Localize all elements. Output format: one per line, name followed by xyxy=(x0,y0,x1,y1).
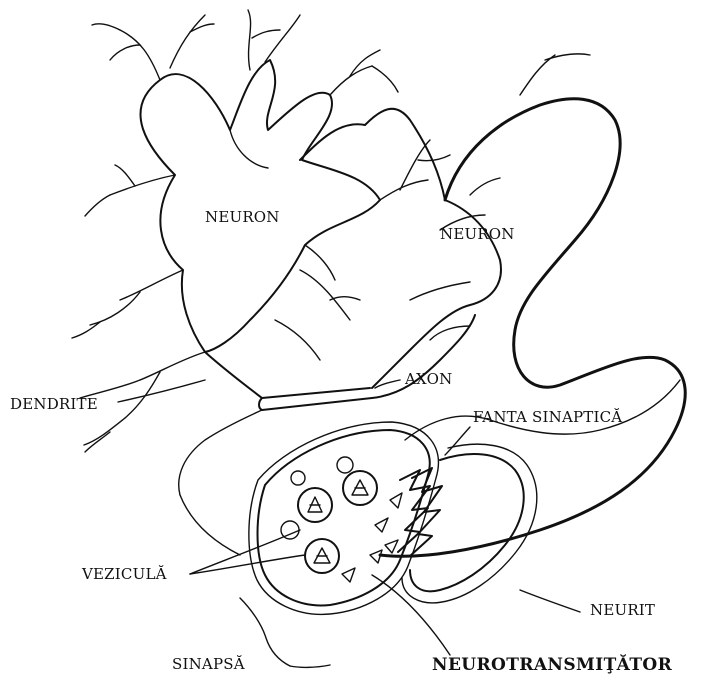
axon xyxy=(179,352,372,555)
right-neuron-body xyxy=(275,109,501,398)
vesicle-6 xyxy=(291,471,305,485)
dendrite-label: DENDRITE xyxy=(10,397,98,412)
neuron-left-label: NEURON xyxy=(205,210,280,225)
synapse-label: SINAPSĂ xyxy=(172,657,245,672)
neurotransmitter-label: NEUROTRANSMIŢĂTOR xyxy=(432,657,672,674)
synaptic-cleft-label: FANTA SINAPTICĂ xyxy=(473,410,622,425)
vesicle-5 xyxy=(337,457,353,473)
neurotransmitter-molecules xyxy=(342,493,402,582)
neurite-label: NEURIT xyxy=(590,603,655,618)
left-neuron-dendrites xyxy=(72,10,450,452)
left-neuron-body xyxy=(141,60,380,352)
axon-label: AXON xyxy=(405,372,452,387)
vesicles xyxy=(281,457,377,573)
neuron-right-label: NEURON xyxy=(440,227,515,242)
vesicle-label: VEZICULĂ xyxy=(82,567,167,582)
synapse-region xyxy=(249,422,537,614)
